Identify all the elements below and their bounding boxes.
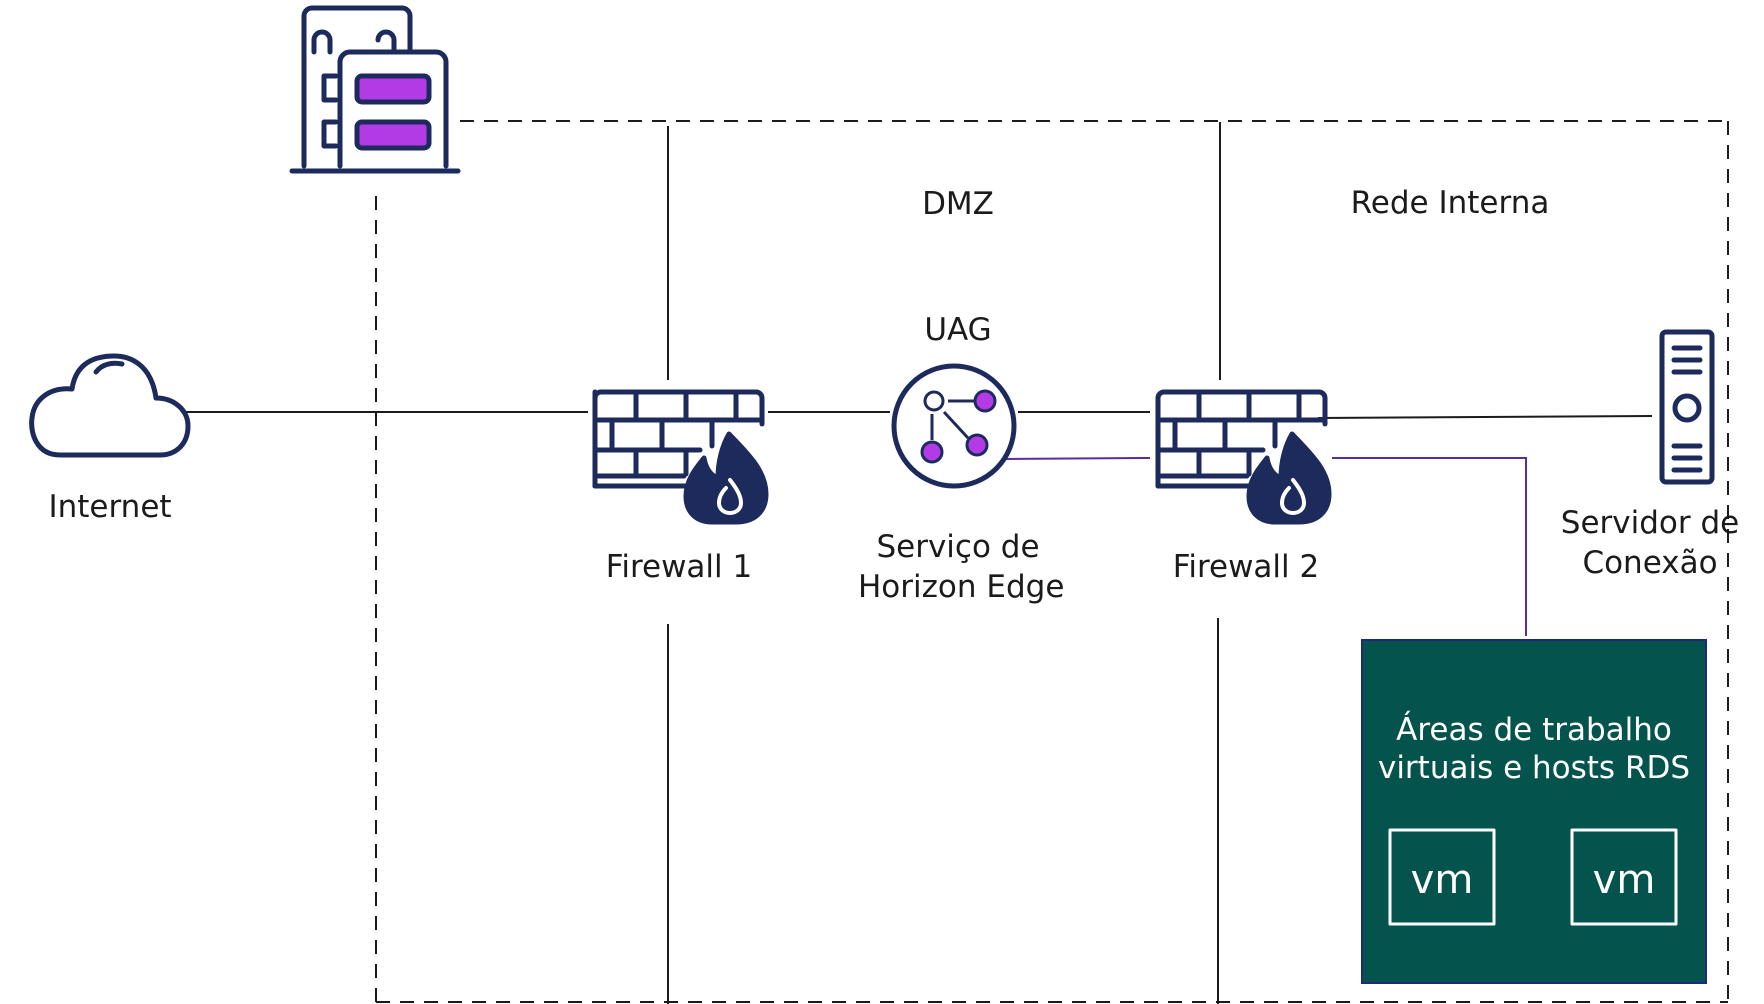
vm-icon-2: vm (1570, 828, 1678, 926)
link-uag-firewall2-purple (1004, 457, 1151, 460)
link-firewall2-connection-server (1317, 415, 1653, 419)
connection-lines (186, 411, 1653, 636)
uag-title: UAG (924, 312, 992, 348)
cloud-icon (29, 353, 191, 458)
vm-label-2: vm (1593, 857, 1656, 903)
vdi-title-line1: Áreas de trabalho (1396, 712, 1672, 748)
connection-server-label-line2: Conexão (1582, 545, 1718, 581)
firewall2-label: Firewall 2 (1172, 549, 1320, 585)
zone-label-internal: Rede Interna (1350, 185, 1550, 221)
vm-icon-1: vm (1388, 828, 1496, 926)
server-tower-icon (1659, 329, 1715, 485)
firewall-icon-2 (1155, 389, 1332, 525)
link-firewall2-vdi-purple (1332, 457, 1527, 636)
network-nodes-icon (891, 363, 1017, 489)
internet-label: Internet (48, 489, 172, 525)
zone-separators (667, 122, 1221, 1004)
connection-server-label-line1: Servidor de (1560, 505, 1740, 541)
datacenter-icon (289, 5, 461, 174)
vdi-box (1361, 639, 1707, 984)
uag-label-line2: Horizon Edge (858, 569, 1065, 605)
dashed-boundary (375, 120, 1729, 1003)
zone-label-dmz: DMZ (922, 186, 994, 222)
vdi-title-line2: virtuais e hosts RDS (1377, 750, 1691, 786)
firewall-icon-1 (592, 389, 769, 525)
firewall1-label: Firewall 1 (605, 549, 753, 585)
uag-label-line1: Serviço de (876, 529, 1040, 565)
vm-label-1: vm (1411, 857, 1474, 903)
